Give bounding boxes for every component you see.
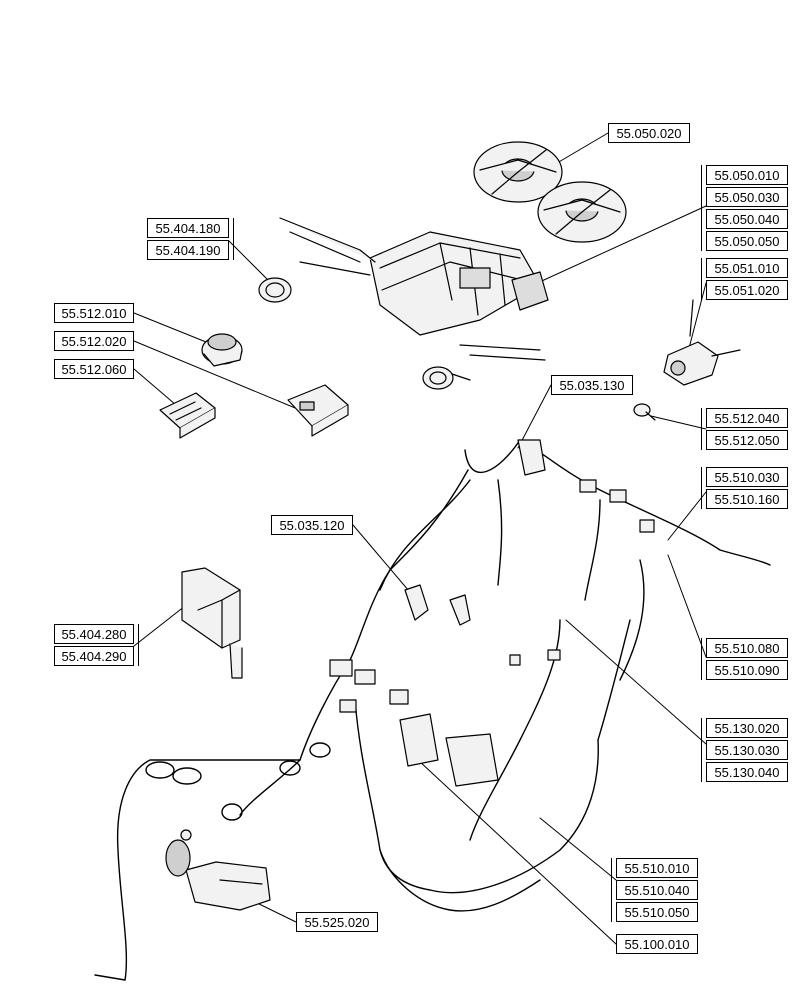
speaker [201,333,243,367]
callout-55-510-050: 55.510.050 [616,902,698,922]
harness-clips [404,584,471,626]
callout-55-050-040: 55.050.040 [706,209,788,229]
callout-55-035-120: 55.035.120 [271,515,353,535]
callout-group-55-051: 55.051.010 55.051.020 [701,258,788,300]
callout-55-510-010: 55.510.010 [616,858,698,878]
cover-bracket [181,567,243,679]
harness-connectors [329,439,655,713]
callout-55-404-180: 55.404.180 [147,218,229,238]
fuse-box [399,713,499,787]
callout-55-404-290: 55.404.290 [54,646,134,666]
callout-group-55-050: 55.050.010 55.050.030 55.050.040 55.050.… [701,165,788,251]
callout-group-55-404-18x: 55.404.180 55.404.190 [147,218,234,260]
callout-55-525-020: 55.525.020 [296,912,378,932]
wiring-harness [94,439,771,981]
callout-55-050-020: 55.050.020 [608,123,690,143]
callout-55-100-010: 55.100.010 [616,934,698,954]
callout-55-050-010: 55.050.010 [706,165,788,185]
sensor-connector [633,403,656,421]
callout-group-55-130: 55.130.020 55.130.030 55.130.040 [701,718,788,782]
callout-55-130-020: 55.130.020 [706,718,788,738]
callout-55-130-040: 55.130.040 [706,762,788,782]
condenser-fan-1 [473,141,563,203]
radio-unit [287,384,349,437]
seat-control-unit [165,829,271,911]
callout-group-55-510-01x: 55.510.010 55.510.040 55.510.050 [611,858,698,922]
hvac-unit [279,217,549,361]
callout-55-130-030: 55.130.030 [706,740,788,760]
callout-55-051-020: 55.051.020 [706,280,788,300]
condenser-fan-2 [537,181,627,243]
leader-lines [133,132,707,945]
callout-group-55-404-28x: 55.404.280 55.404.290 [54,624,139,666]
control-module [159,392,216,439]
callout-55-512-010: 55.512.010 [54,303,134,323]
callout-55-512-040: 55.512.040 [706,408,788,428]
callout-55-510-160: 55.510.160 [706,489,788,509]
callout-55-512-050: 55.512.050 [706,430,788,450]
blower-motor [663,299,741,386]
callout-55-050-030: 55.050.030 [706,187,788,207]
duct-ring-2 [422,366,471,390]
callout-55-512-060: 55.512.060 [54,359,134,379]
callout-group-55-510-03x: 55.510.030 55.510.160 [701,467,788,509]
callout-55-510-090: 55.510.090 [706,660,788,680]
callout-55-510-080: 55.510.080 [706,638,788,658]
callout-55-510-040: 55.510.040 [616,880,698,900]
callout-55-512-020: 55.512.020 [54,331,134,351]
callout-55-050-050: 55.050.050 [706,231,788,251]
callout-55-404-190: 55.404.190 [147,240,229,260]
callout-55-035-130: 55.035.130 [551,375,633,395]
callout-55-051-010: 55.051.010 [706,258,788,278]
callout-group-55-510-08x: 55.510.080 55.510.090 [701,638,788,680]
callout-55-510-030: 55.510.030 [706,467,788,487]
duct-ring-1 [258,277,292,303]
callout-55-404-280: 55.404.280 [54,624,134,644]
callout-group-55-512-04x: 55.512.040 55.512.050 [701,408,788,450]
